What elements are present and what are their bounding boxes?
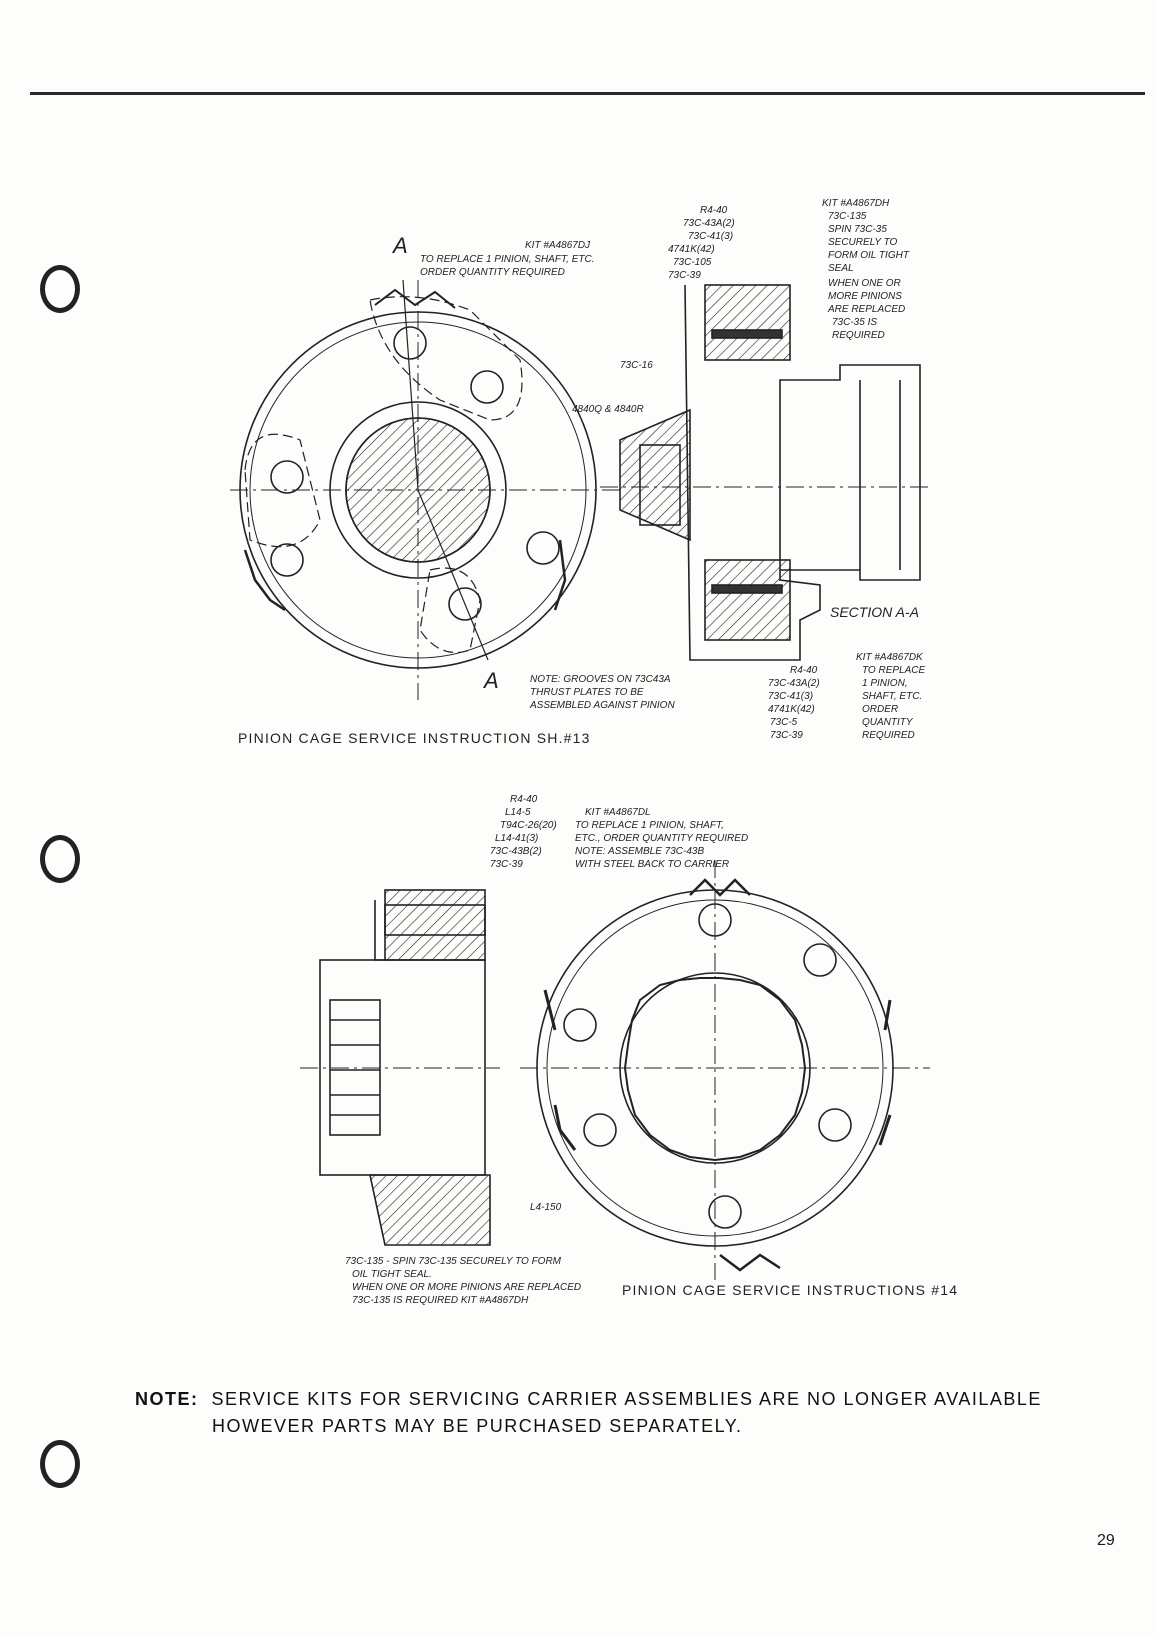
- fig1-kit-right-4: SECURELY TO: [828, 237, 898, 248]
- fig1-callout-4: 4741K(42): [668, 244, 715, 255]
- fig1-bcallout-1: R4-40: [790, 665, 818, 676]
- fig2-callout-1: R4-40: [510, 794, 538, 805]
- fig1-label-4840q: 4840Q & 4840R: [572, 404, 644, 415]
- note-line-1: SERVICE KITS FOR SERVICING CARRIER ASSEM…: [211, 1389, 1042, 1409]
- fig1-labels: A A SECTION A-A KIT #A4867DJ TO REPLACE …: [391, 198, 925, 741]
- top-rule: [30, 92, 1145, 95]
- fig1-callout-3: 73C-41(3): [688, 231, 733, 242]
- fig1-kit-bottom-3: 1 PINION,: [862, 678, 908, 689]
- section-title: SECTION A-A: [830, 604, 919, 620]
- fig2-caption: PINION CAGE SERVICE INSTRUCTIONS #14: [622, 1282, 959, 1298]
- fig2-side-view: [300, 889, 500, 1246]
- fig2-callout-3: T94C-26(20): [500, 820, 557, 831]
- fig1-callout-2: 73C-43A(2): [683, 218, 735, 229]
- fig1-section-view: [600, 284, 930, 661]
- fig2-callout-5: 73C-43B(2): [490, 846, 542, 857]
- binder-hole-middle: [40, 835, 80, 883]
- fig2-kit-2: TO REPLACE 1 PINION, SHAFT,: [575, 820, 724, 831]
- fig2-kit-4: NOTE: ASSEMBLE 73C-43B: [575, 846, 704, 857]
- fig2-bnote-1: 73C-135 - SPIN 73C-135 SECURELY TO FORM: [345, 1256, 562, 1267]
- section-mark-bottom: A: [482, 668, 499, 693]
- fig1-kit-bottom-7: REQUIRED: [862, 730, 915, 741]
- fig1-bcallout-6: 73C-39: [770, 730, 803, 741]
- fig1-kit-right-2: 73C-135: [828, 211, 867, 222]
- fig1-note-1: NOTE: GROOVES ON 73C43A: [530, 674, 671, 685]
- binder-hole-top: [40, 265, 80, 313]
- fig1-bcallout-5: 73C-5: [770, 717, 798, 728]
- technical-drawing: A A SECTION A-A KIT #A4867DJ TO REPLACE …: [230, 198, 930, 1306]
- fig1-kit-bottom-6: QUANTITY: [862, 717, 914, 728]
- fig1-kit-bottom-2: TO REPLACE: [862, 665, 925, 676]
- fig1-kit-right-8: MORE PINIONS: [828, 291, 902, 302]
- fig1-callout-1: R4-40: [700, 205, 728, 216]
- fig2-bnote-2: OIL TIGHT SEAL.: [352, 1269, 432, 1280]
- fig1-bcallout-3: 73C-41(3): [768, 691, 813, 702]
- fig1-kit-right-6: SEAL: [828, 263, 854, 274]
- fig1-kit-right-3: SPIN 73C-35: [828, 224, 887, 235]
- fig2-callout-2: L14-5: [505, 807, 531, 818]
- fig2-labels: R4-40 L14-5 T94C-26(20) L14-41(3) 73C-43…: [345, 794, 748, 1306]
- fig2-front-view: [520, 860, 930, 1280]
- fig2-kit-3: ETC., ORDER QUANTITY REQUIRED: [575, 833, 748, 844]
- fig1-kit-right-11: REQUIRED: [832, 330, 885, 341]
- fig1-bcallout-4: 4741K(42): [768, 704, 815, 715]
- fig1-note-2: THRUST PLATES TO BE: [530, 687, 644, 698]
- fig1-kit-bottom-5: ORDER: [862, 704, 898, 715]
- fig1-kit-right-1: KIT #A4867DH: [822, 198, 890, 209]
- fig1-kit-left-3: ORDER QUANTITY REQUIRED: [420, 267, 565, 278]
- binder-hole-bottom: [40, 1440, 80, 1488]
- section-mark-top: A: [391, 233, 408, 258]
- note-line-2: HOWEVER PARTS MAY BE PURCHASED SEPARATEL…: [212, 1416, 743, 1436]
- fig2-label-l4: L4-150: [530, 1202, 562, 1213]
- fig2-callout-4: L14-41(3): [495, 833, 538, 844]
- fig2-kit-5: WITH STEEL BACK TO CARRIER: [575, 859, 729, 870]
- fig2-callout-6: 73C-39: [490, 859, 523, 870]
- fig1-bcallout-2: 73C-43A(2): [768, 678, 820, 689]
- service-note: NOTE: SERVICE KITS FOR SERVICING CARRIER…: [135, 1386, 1042, 1440]
- page-number: 29: [1097, 1532, 1115, 1549]
- fig1-kit-right-9: ARE REPLACED: [827, 304, 905, 315]
- fig2-kit-1: KIT #A4867DL: [585, 807, 651, 818]
- fig1-kit-left-2: TO REPLACE 1 PINION, SHAFT, ETC.: [420, 254, 595, 265]
- fig1-kit-right-5: FORM OIL TIGHT: [828, 250, 910, 261]
- fig1-note-3: ASSEMBLED AGAINST PINION: [529, 700, 675, 711]
- fig1-front-view: [230, 279, 620, 700]
- fig1-kit-right-7: WHEN ONE OR: [828, 278, 901, 289]
- note-label: NOTE:: [135, 1389, 199, 1409]
- fig1-caption: PINION CAGE SERVICE INSTRUCTION SH.#13: [238, 730, 591, 746]
- fig2-bnote-4: 73C-135 IS REQUIRED KIT #A4867DH: [352, 1295, 529, 1306]
- fig1-label-73c16: 73C-16: [620, 360, 653, 371]
- fig2-bnote-3: WHEN ONE OR MORE PINIONS ARE REPLACED: [352, 1282, 581, 1293]
- fig1-callout-5: 73C-105: [673, 257, 712, 268]
- fig1-kit-right-10: 73C-35 IS: [832, 317, 877, 328]
- fig1-kit-bottom-1: KIT #A4867DK: [856, 652, 924, 663]
- fig1-kit-bottom-4: SHAFT, ETC.: [862, 691, 922, 702]
- fig1-callout-6: 73C-39: [668, 270, 701, 281]
- fig1-kit-left-1: KIT #A4867DJ: [525, 240, 591, 251]
